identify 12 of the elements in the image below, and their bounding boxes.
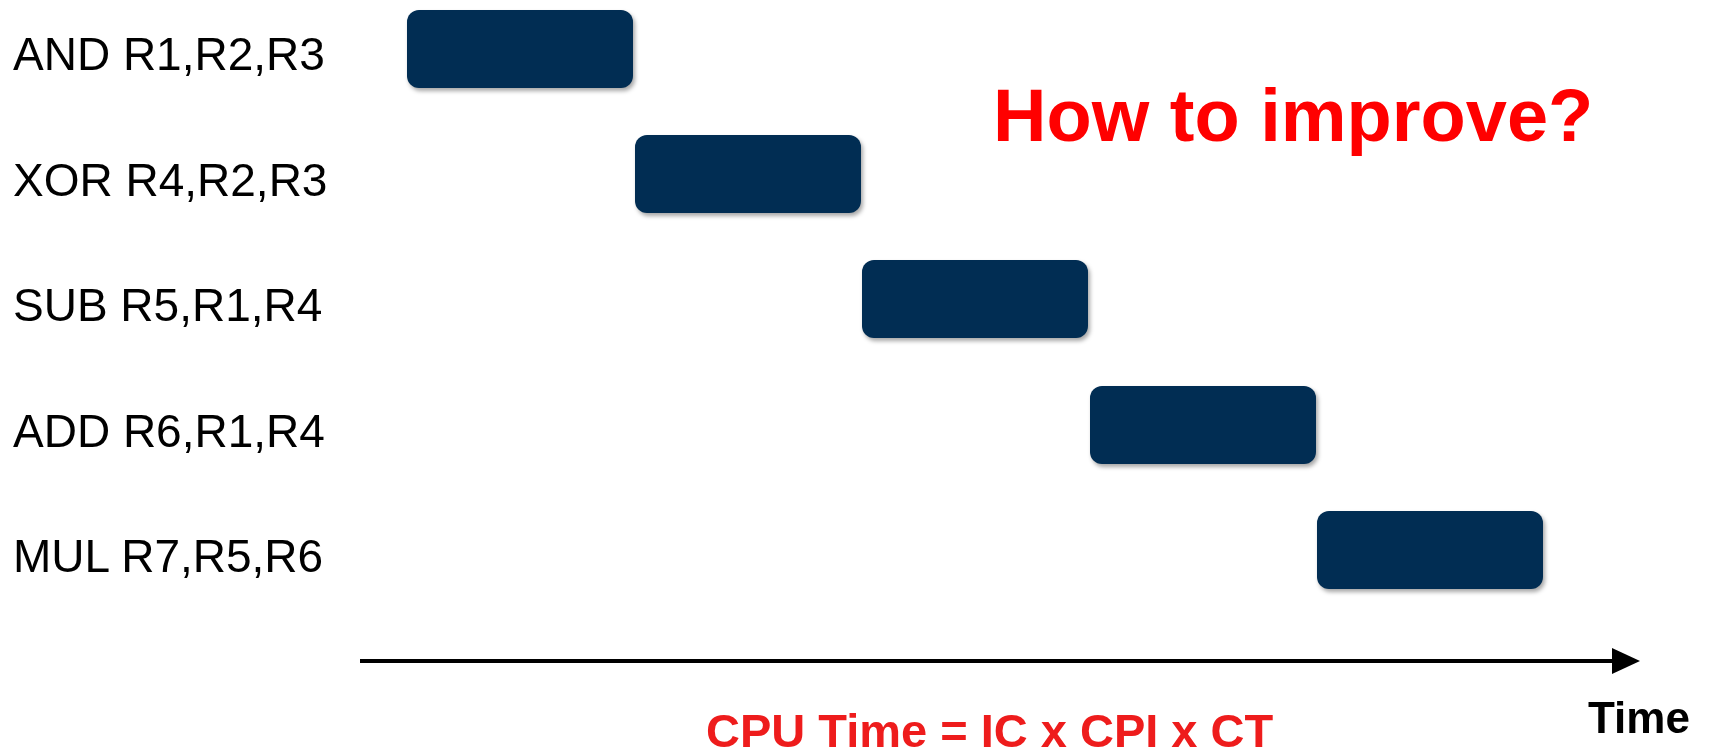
timeline-bar xyxy=(407,10,633,88)
axis-label: Time xyxy=(1588,696,1690,740)
instruction-text: MUL R7,R5,R6 xyxy=(13,533,324,579)
timeline-bar xyxy=(862,260,1088,338)
instruction-text: ADD R6,R1,R4 xyxy=(13,408,325,454)
formula-text: CPU Time = IC x CPI x CT xyxy=(706,707,1274,752)
instruction-text: XOR R4,R2,R3 xyxy=(13,157,328,203)
instruction-text: AND R1,R2,R3 xyxy=(13,31,325,77)
timeline-bar xyxy=(1089,386,1316,464)
instruction-text: SUB R5,R1,R4 xyxy=(13,282,323,328)
timeline-bar xyxy=(634,135,861,213)
timeline-bar xyxy=(1317,511,1543,589)
